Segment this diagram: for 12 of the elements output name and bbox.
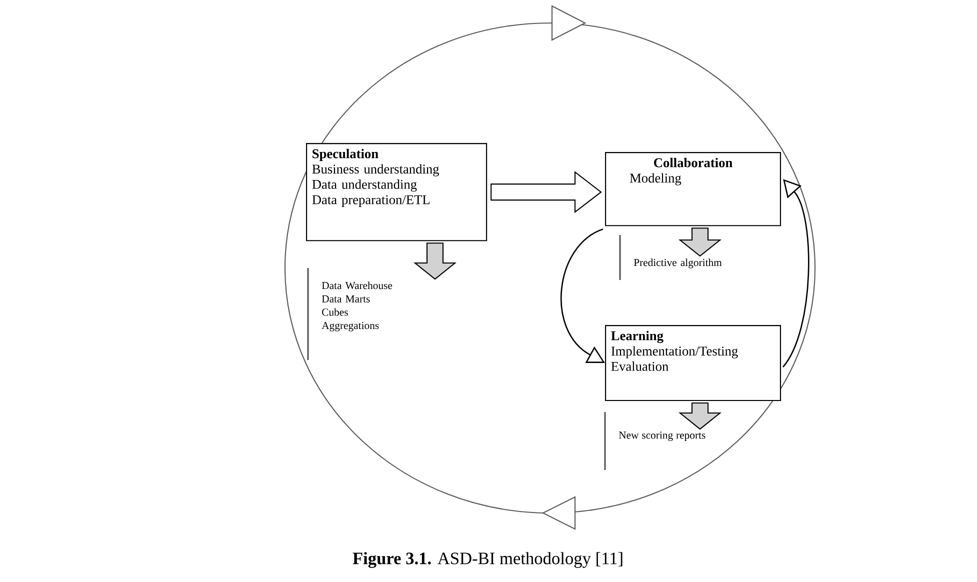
phase-box: Learning Implementation/Testing Evaluation [605,325,782,401]
curved-arrow [782,179,810,368]
output-list: New scoring reports [604,412,706,470]
phase-box: Collaboration Modeling [605,152,782,226]
block-arrow [678,228,722,257]
block-arrow [678,402,722,430]
output-list: Predictive algorithm [619,235,722,280]
phase-box: Speculation Business understanding Data understanding Data preparation/ETL [306,143,488,242]
block-arrow [490,170,602,214]
output-list: Data Warehouse Data Marts Cubes Aggregations [307,268,392,360]
block-arrow [413,242,457,280]
figure-caption: Figure 3.1. ASD-BI methodology [11] [352,552,622,568]
